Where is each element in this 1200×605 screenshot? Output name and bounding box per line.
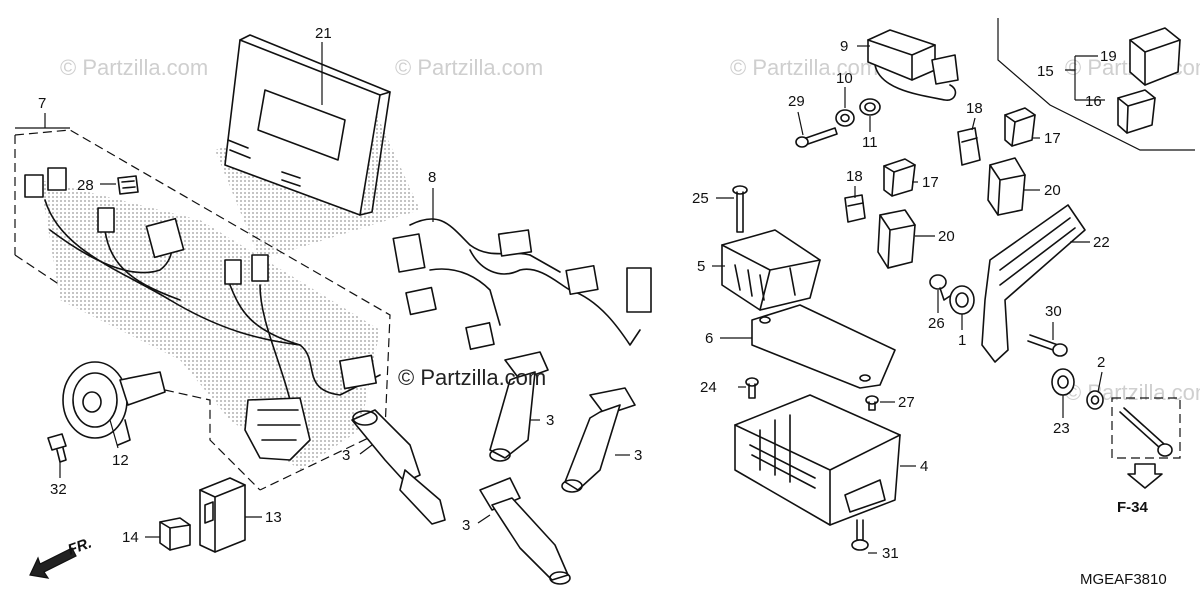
- part-ignition-coil-3c[interactable]: [561, 387, 636, 493]
- callouts: 21 7 28 8 12 32 13 14 3 3 3 3 25 5 6 24 …: [38, 25, 1117, 562]
- part-relay-17a[interactable]: [1004, 107, 1036, 147]
- part-harness-7[interactable]: [14, 129, 391, 491]
- callout-21: 21: [315, 25, 332, 42]
- reference-label[interactable]: F-34: [1117, 499, 1149, 516]
- part-unit-13[interactable]: [199, 477, 246, 553]
- callout-6: 6: [705, 330, 713, 347]
- callout-32: 32: [50, 481, 67, 498]
- callout-3: 3: [342, 447, 350, 464]
- callout-20: 20: [1044, 182, 1061, 199]
- part-unit-18a[interactable]: [957, 127, 981, 166]
- callout-22: 22: [1093, 234, 1110, 251]
- front-label: FR.: [66, 535, 95, 559]
- callout-10: 10: [836, 70, 853, 87]
- part-bolt-24[interactable]: [745, 377, 759, 399]
- callout-31: 31: [882, 545, 899, 562]
- part-relay-19[interactable]: [1129, 27, 1181, 86]
- part-unit-20b[interactable]: [877, 209, 916, 269]
- callout-4: 4: [920, 458, 928, 475]
- watermark-text: © Partzilla.com: [60, 55, 208, 80]
- callout-3: 3: [462, 517, 470, 534]
- callout-16: 16: [1085, 93, 1102, 110]
- reference-box: [1111, 397, 1181, 489]
- part-grommet-26[interactable]: [929, 274, 951, 301]
- callout-27: 27: [898, 394, 915, 411]
- watermark-text: © Partzilla.com: [395, 55, 543, 80]
- part-bolt-32[interactable]: [47, 433, 67, 463]
- part-unit-20a[interactable]: [987, 157, 1026, 216]
- watermark-main: © Partzilla.com: [398, 365, 546, 390]
- callout-5: 5: [697, 258, 705, 275]
- part-subharness-8[interactable]: [392, 218, 652, 351]
- part-bolt-30[interactable]: [1027, 334, 1068, 357]
- part-collar-11[interactable]: [859, 98, 881, 116]
- part-module-5[interactable]: [721, 229, 821, 311]
- diagram-code: MGEAF3810: [1080, 571, 1167, 588]
- callout-30: 30: [1045, 303, 1062, 320]
- part-grommet-10[interactable]: [835, 109, 855, 127]
- callout-18: 18: [966, 100, 983, 117]
- part-collar-2[interactable]: [1086, 390, 1104, 410]
- part-bracket-22[interactable]: [981, 204, 1086, 363]
- callout-20: 20: [938, 228, 955, 245]
- callout-3: 3: [634, 447, 642, 464]
- callout-2: 2: [1097, 354, 1105, 371]
- part-ecu-21[interactable]: [215, 34, 420, 260]
- part-ignition-coil-3a[interactable]: [351, 409, 446, 525]
- part-unit-18b[interactable]: [844, 194, 866, 223]
- callout-17: 17: [922, 174, 939, 191]
- part-bolt-31[interactable]: [851, 519, 869, 551]
- part-unit-14[interactable]: [159, 517, 191, 551]
- callout-19: 19: [1100, 48, 1117, 65]
- callout-8: 8: [428, 169, 436, 186]
- callout-3: 3: [546, 412, 554, 429]
- callout-23: 23: [1053, 420, 1070, 437]
- part-relay-17b[interactable]: [883, 158, 916, 197]
- callout-18: 18: [846, 168, 863, 185]
- part-cushion-23[interactable]: [1051, 368, 1075, 396]
- part-unit-9[interactable]: [867, 29, 959, 101]
- part-relay-16[interactable]: [1117, 89, 1156, 134]
- leader-lines: [15, 42, 1105, 554]
- part-module-4[interactable]: [734, 394, 901, 526]
- part-plate-6[interactable]: [751, 304, 896, 389]
- watermark-text: © Partzilla.com: [730, 55, 878, 80]
- callout-26: 26: [928, 315, 945, 332]
- callout-9: 9: [840, 38, 848, 55]
- part-ignition-coil-3d[interactable]: [479, 477, 571, 585]
- callout-13: 13: [265, 509, 282, 526]
- callout-15: 15: [1037, 63, 1054, 80]
- callout-29: 29: [788, 93, 805, 110]
- callout-14: 14: [122, 529, 139, 546]
- callout-1: 1: [958, 332, 966, 349]
- callout-17: 17: [1044, 130, 1061, 147]
- callout-28: 28: [77, 177, 94, 194]
- front-direction-indicator: FR.: [29, 535, 95, 579]
- callout-12: 12: [112, 452, 129, 469]
- part-cushion-1[interactable]: [949, 285, 975, 315]
- callout-7: 7: [38, 95, 46, 112]
- part-bolt-27[interactable]: [865, 395, 879, 411]
- callout-11: 11: [862, 134, 878, 151]
- relay-box-region: [997, 18, 1195, 151]
- part-screw-25[interactable]: [732, 185, 748, 233]
- part-ignition-coil-3b[interactable]: [489, 351, 549, 462]
- part-clip-28[interactable]: [117, 175, 139, 195]
- part-bolt-29[interactable]: [795, 127, 838, 148]
- callout-24: 24: [700, 379, 717, 396]
- part-horn-12[interactable]: [62, 361, 166, 446]
- callout-25: 25: [692, 190, 709, 207]
